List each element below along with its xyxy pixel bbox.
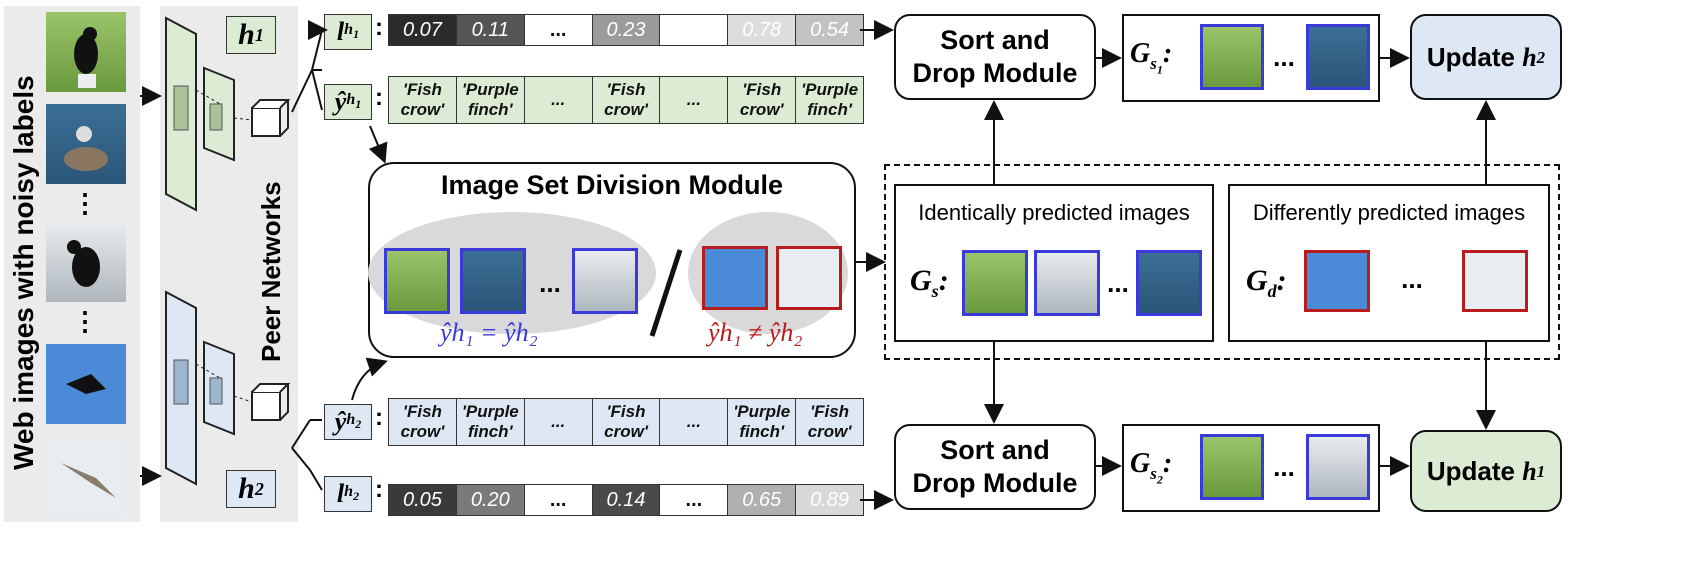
l-h2-cell: 0.89 xyxy=(796,485,864,515)
gs-thumb-crow-2 xyxy=(1034,250,1100,316)
y-h1-cell: 'Purple finch' xyxy=(457,77,525,123)
l-h2-cell: ... xyxy=(660,485,729,515)
y-h2-cell: 'Purple finch' xyxy=(728,399,797,445)
y-h2-cell: ... xyxy=(525,399,593,445)
gs2-ellipsis: ... xyxy=(1273,451,1295,482)
y-h2-cell: 'Purple finch' xyxy=(457,399,525,445)
l-h1-cell: 0.11 xyxy=(456,15,525,45)
l-h1-cell: 0.07 xyxy=(389,15,457,45)
isd-thumb-crow xyxy=(384,248,450,314)
eq-label: ŷh₁ = ŷh₂ xyxy=(440,318,538,347)
l-h1-cell xyxy=(660,15,729,45)
y-h1-colon: : xyxy=(375,84,383,111)
gd-ellipsis: ... xyxy=(1401,263,1423,294)
gs2-thumb-crow xyxy=(1200,434,1264,500)
y-h2-cell: 'Fish crow' xyxy=(593,399,661,445)
isd-thumb-crow-flying xyxy=(702,246,768,310)
network-h2-icon xyxy=(165,290,291,486)
l-h2-colon: : xyxy=(375,476,383,503)
gs-thumb-crow xyxy=(962,250,1028,316)
web-image-crow-1 xyxy=(46,12,126,92)
isd-module-title: Image Set Division Module xyxy=(440,170,784,200)
y-h1-cell: 'Fish crow' xyxy=(593,77,661,123)
ellipsis-1: ⋮ xyxy=(72,187,98,218)
gs2-label: Gs2: xyxy=(1130,448,1173,486)
sort-drop-module-bottom: Sort and Drop Module xyxy=(894,424,1096,510)
division-slash-icon xyxy=(649,249,683,337)
isd-thumb-albatross xyxy=(460,248,526,314)
y-h2-cell: 'Fish crow' xyxy=(807,402,852,441)
y-h1-cell: ... xyxy=(660,77,729,123)
ellipsis-2: ⋮ xyxy=(72,305,98,336)
l-h1-cell: 0.54 xyxy=(796,15,864,45)
web-image-crow-flying xyxy=(46,344,126,424)
y-h1-cell: 'Fish crow' xyxy=(389,77,457,123)
gd-label: Gd: xyxy=(1246,264,1287,301)
y-h1-cell: 'Fish crow' xyxy=(728,77,797,123)
l-h1-colon: : xyxy=(375,14,383,41)
isd-ellipsis: ... xyxy=(539,267,561,298)
web-image-gull-flying xyxy=(46,438,126,518)
y-h1-cell: 'Purple finch' xyxy=(801,80,859,119)
network-h1-icon xyxy=(165,16,291,212)
l-h2-cell: 0.65 xyxy=(728,485,797,515)
gd-thumb-crow-flying xyxy=(1304,250,1370,312)
gs-label: Gs: xyxy=(910,264,949,301)
gs1-thumb-crow xyxy=(1200,24,1264,90)
gd-thumb-gull-flying xyxy=(1462,250,1528,312)
l-h2-cell: 0.14 xyxy=(592,485,661,515)
l-h1-cell: 0.23 xyxy=(592,15,661,45)
y-h1-cell: ... xyxy=(525,77,593,123)
y-h2-pred-row: 'Fish crow''Purple finch'...'Fish crow'.… xyxy=(388,398,864,446)
l-h1-cell: ... xyxy=(524,15,593,45)
web-image-albatross xyxy=(46,104,126,184)
y-h1-pred-row: 'Fish crow''Purple finch'...'Fish crow'.… xyxy=(388,76,864,124)
isd-thumb-crow-2 xyxy=(572,248,638,314)
y-h2-cell: ... xyxy=(660,399,729,445)
gs1-ellipsis: ... xyxy=(1273,41,1295,72)
l-h2-cell: 0.20 xyxy=(456,485,525,515)
different-predicted-title: Differently predicted images xyxy=(1252,200,1526,225)
y-h2-colon: : xyxy=(375,404,383,431)
sort-drop-module-top: Sort and Drop Module xyxy=(894,14,1096,100)
isd-thumb-gull-flying xyxy=(776,246,842,310)
gs1-label: Gs1: xyxy=(1130,38,1173,76)
l-h2-cell: 0.05 xyxy=(389,485,457,515)
y-h2-cell: 'Fish crow' xyxy=(389,399,457,445)
gs-thumb-albatross xyxy=(1136,250,1202,316)
neq-label: ŷh₁ ≠ ŷh₂ xyxy=(708,318,803,347)
l-h1-cell: 0.78 xyxy=(728,15,797,45)
identical-predicted-title: Identically predicted images xyxy=(918,200,1190,225)
web-image-crow-2 xyxy=(46,222,126,302)
gs-ellipsis: ... xyxy=(1107,267,1129,298)
l-h2-cell: ... xyxy=(524,485,593,515)
gs1-thumb-albatross xyxy=(1306,24,1370,90)
gs2-thumb-crow-2 xyxy=(1306,434,1370,500)
